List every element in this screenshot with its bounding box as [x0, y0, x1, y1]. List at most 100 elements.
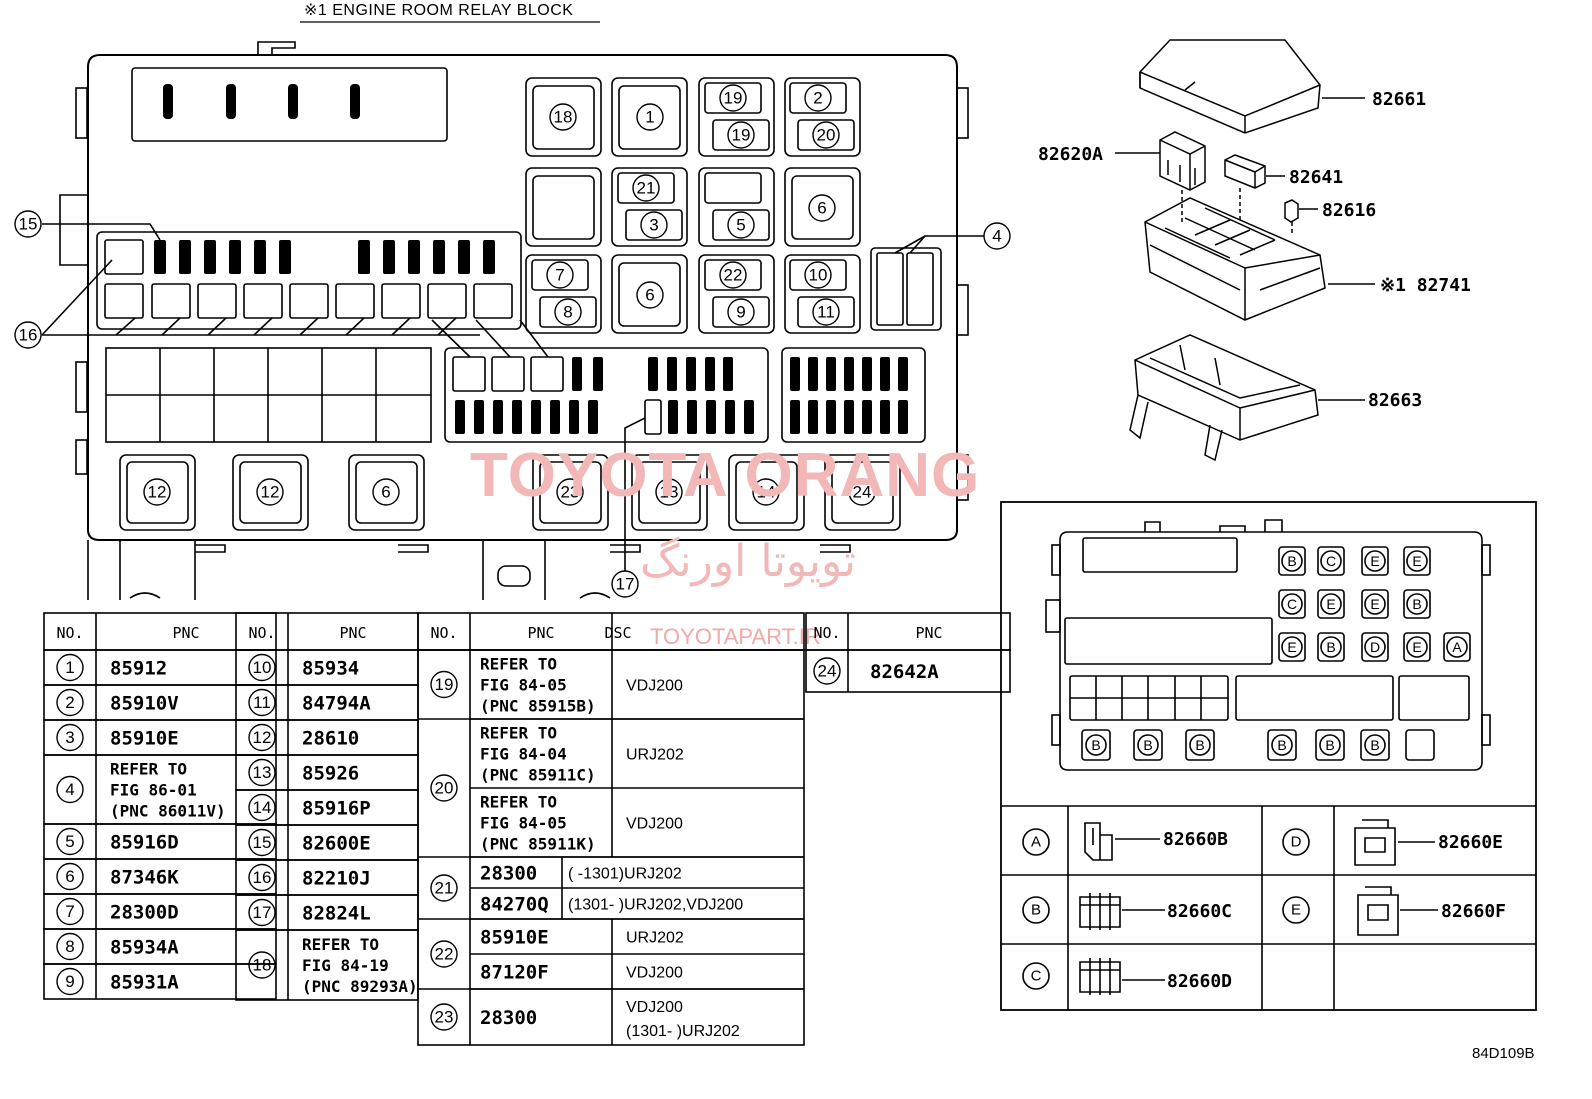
table4-row-no: 24 — [818, 662, 837, 681]
table3-row-no: 21 — [435, 879, 454, 898]
legend-pnc-b: 82660C — [1167, 901, 1232, 922]
callout-17: 17 — [616, 575, 635, 594]
table2-row-no: 12 — [253, 728, 272, 747]
table3-row-pnc-line2: FIG 84-04 — [480, 745, 567, 764]
diagram-title: ※1 ENGINE ROOM RELAY BLOCK — [304, 2, 574, 19]
table3-row-pnc-line3: (PNC 85915B) — [480, 697, 596, 716]
callout-13: 13 — [660, 483, 679, 502]
table3-row-pnc: 85910E — [480, 927, 549, 949]
part-82741: ※1 82741 — [1380, 275, 1471, 296]
connector-diagram — [1000, 501, 1537, 1011]
callout-12a: 12 — [148, 483, 167, 502]
legend-letter-b: B — [1031, 902, 1041, 919]
callout-14: 14 — [757, 483, 776, 502]
table2-header-no: NO. — [248, 624, 275, 642]
conn-letter-2: C — [1326, 553, 1336, 569]
table1-header-no: NO. — [56, 624, 83, 642]
conn-letter-1: B — [1287, 553, 1296, 569]
table2-row-pnc: 85934 — [302, 658, 359, 680]
conn-letter-3: E — [1370, 553, 1379, 569]
table1-row-no: 7 — [65, 902, 74, 921]
legend-pnc-a: 82660B — [1163, 829, 1228, 850]
callout-1: 1 — [645, 108, 654, 127]
table3-row-no: 22 — [435, 945, 454, 964]
callout-23: 23 — [561, 483, 580, 502]
table3-header-dsc: DSC — [604, 624, 631, 642]
table1-row-pnc: 85916D — [110, 832, 179, 854]
table2-row-pnc: 28610 — [302, 728, 359, 750]
table3-row-pnc-line1: REFER TO — [480, 655, 557, 674]
legend-letter-a: A — [1031, 834, 1041, 851]
table3-row-pnc: 28300 — [480, 863, 537, 885]
callout-10: 10 — [809, 266, 828, 285]
callout-9: 9 — [736, 303, 745, 322]
callout-3: 3 — [649, 216, 658, 235]
table1-row-no: 3 — [65, 728, 74, 747]
table1-header-pnc: PNC — [172, 624, 199, 642]
table3-row-pnc-line2: FIG 84-05 — [480, 676, 567, 695]
table3-row-pnc: 28300 — [480, 1007, 537, 1029]
table3-header-no: NO. — [430, 624, 457, 642]
table1-row-pnc-line3: (PNC 86011V) — [110, 802, 226, 821]
legend-letter-c: C — [1031, 968, 1042, 985]
conn-letter-b3: B — [1195, 737, 1204, 753]
table3-row-pnc-line1: REFER TO — [480, 724, 557, 743]
table2-row-no: 17 — [253, 903, 272, 922]
callout-11: 11 — [817, 303, 835, 322]
table2-row-pnc: 85916P — [302, 798, 371, 820]
table3-header-pnc: PNC — [527, 624, 554, 642]
table2-row-pnc: 82210J — [302, 868, 371, 890]
table2-row-pnc: 82824L — [302, 903, 371, 925]
conn-letter-11: D — [1370, 639, 1380, 655]
table1-row-pnc: 85912 — [110, 658, 167, 680]
callout-22: 22 — [724, 266, 743, 285]
table2-row-pnc: 84794A — [302, 693, 371, 715]
table2-row-pnc: 85926 — [302, 763, 359, 785]
table1-row-pnc: 87346K — [110, 867, 179, 889]
table2-row-pnc-line2: FIG 84-19 — [302, 956, 389, 975]
table1-row-no: 2 — [65, 693, 74, 712]
part-82661: 82661 — [1372, 89, 1426, 110]
table4-row-pnc: 82642A — [870, 661, 939, 683]
conn-letter-4: E — [1412, 553, 1421, 569]
callout-6a: 6 — [817, 199, 826, 218]
table1-row-pnc: 28300D — [110, 902, 179, 924]
table4-header-no: NO. — [813, 624, 840, 642]
table3-row-dsc: VDJ200 — [626, 965, 683, 982]
diagram-code: 84D109B — [1472, 1045, 1535, 1062]
table1-row-no: 5 — [65, 832, 74, 851]
conn-letter-12: E — [1412, 639, 1421, 655]
table2-row-pnc-line3: (PNC 89293A) — [302, 977, 418, 996]
table3-row-pnc: 84270Q — [480, 894, 549, 916]
table1-row-no: 8 — [65, 937, 74, 956]
conn-letter-9: E — [1287, 639, 1296, 655]
table3-row-pnc-line1: REFER TO — [480, 793, 557, 812]
table1-row-pnc-line2: FIG 86-01 — [110, 781, 197, 800]
exploded-view — [1115, 39, 1375, 462]
conn-letter-5: C — [1287, 596, 1297, 612]
table1-row-pnc-line1: REFER TO — [110, 760, 187, 779]
callout-5: 5 — [736, 216, 745, 235]
callout-19a: 19 — [724, 89, 743, 108]
callout-6b: 6 — [645, 286, 654, 305]
table3-row-no: 19 — [435, 675, 454, 694]
table3-row-dsc: (1301- )URJ202,VDJ200 — [568, 897, 743, 914]
conn-letter-7: E — [1370, 596, 1379, 612]
conn-letter-b4: B — [1277, 737, 1286, 753]
table3-row-dsc-line2: (1301- )URJ202 — [626, 1023, 740, 1040]
conn-letter-13: A — [1452, 639, 1462, 655]
table2-row-no: 15 — [253, 833, 272, 852]
table2-header-pnc: PNC — [339, 624, 366, 642]
table1-row-pnc: 85910E — [110, 728, 179, 750]
table2-row-pnc: 82600E — [302, 833, 371, 855]
table2-row-pnc-line1: REFER TO — [302, 935, 379, 954]
watermark-text: TOYOTA ORANG — [470, 441, 981, 510]
callout-7: 7 — [555, 266, 564, 285]
legend-pnc-c: 82660D — [1167, 971, 1232, 992]
callout-4: 4 — [992, 227, 1001, 246]
conn-letter-b2: B — [1143, 737, 1152, 753]
part-82620a: 82620A — [1038, 144, 1103, 165]
conn-letter-b6: B — [1370, 737, 1379, 753]
legend-pnc-d: 82660E — [1438, 832, 1503, 853]
